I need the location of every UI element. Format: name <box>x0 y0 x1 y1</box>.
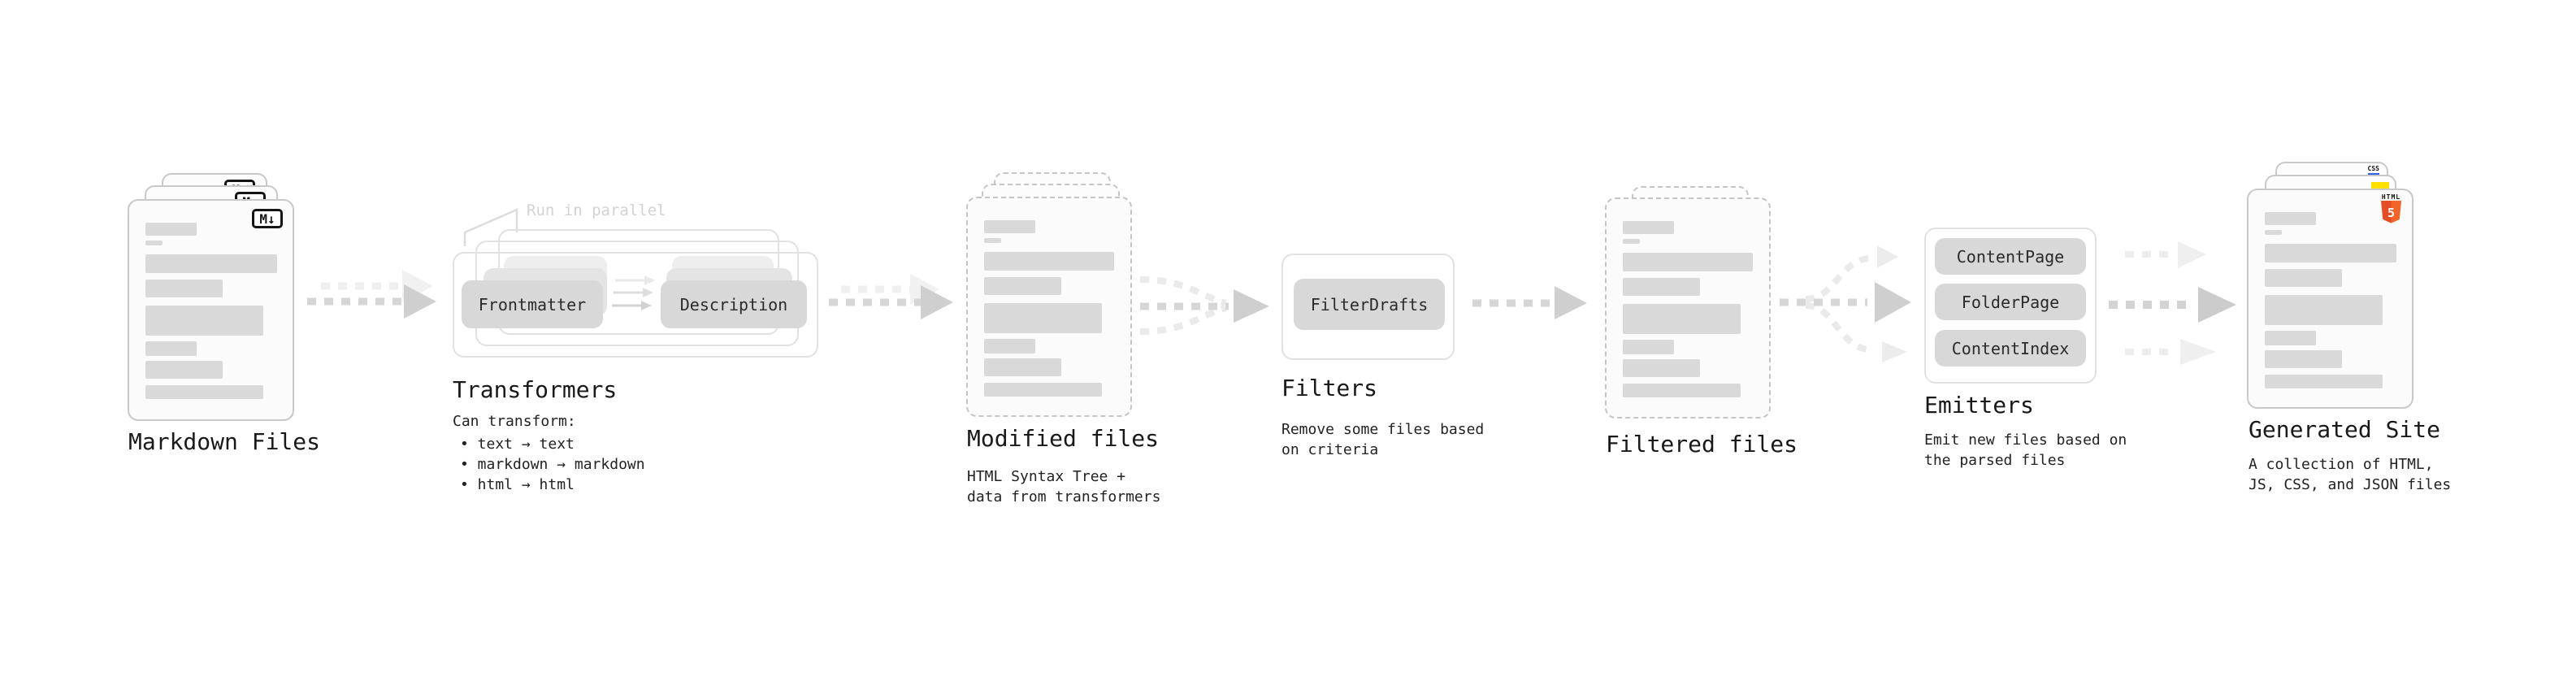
filtered-file-card-front <box>1605 197 1771 419</box>
html5-number: 5 <box>2387 206 2395 220</box>
subtitle-line: the parsed files <box>1924 452 2066 469</box>
skeleton-bar <box>145 223 197 236</box>
skeleton-bar <box>1623 384 1741 397</box>
subtitle-line: data from transformers <box>967 488 1161 505</box>
skeleton-bar <box>984 303 1102 333</box>
transformer-box-front <box>453 252 818 358</box>
skeleton-bar <box>145 241 163 245</box>
skeleton-bar <box>1623 278 1700 296</box>
generated-file-card-front: HTML 5 <box>2247 189 2413 409</box>
arrow-emitters-to-generated <box>2109 241 2236 365</box>
filters-box <box>1281 254 1455 360</box>
markdown-icon: M↓ <box>252 209 283 228</box>
arrow-transformers-to-modified <box>829 274 953 319</box>
skeleton-bar <box>145 306 263 336</box>
skeleton-bar <box>2265 212 2316 225</box>
subtitle-line: Emit new files based on <box>1924 432 2127 449</box>
skeleton-bar <box>984 277 1061 295</box>
arrow-modified-to-filters <box>1139 276 1269 335</box>
file-skeleton <box>968 198 1130 397</box>
filterdrafts-chip: FilterDrafts <box>1294 279 1445 330</box>
transform-bullet: • markdown → markdown <box>460 456 645 473</box>
subtitle-line: JS, CSS, and JSON files <box>2249 476 2452 493</box>
generated-site-subtitle: A collection of HTML, JS, CSS, and JSON … <box>2249 454 2451 495</box>
transformers-bullets: • text → text • markdown → markdown • ht… <box>460 434 645 495</box>
skeleton-bar <box>145 341 197 356</box>
markdown-icon-label: M↓ <box>259 210 275 227</box>
skeleton-bar <box>145 254 277 273</box>
run-in-parallel-note: Run in parallel <box>527 202 666 219</box>
skeleton-bar <box>984 238 1001 243</box>
skeleton-bar <box>2265 244 2396 262</box>
arrow-filtered-to-emitters <box>1780 245 1911 362</box>
arrow-markdown-to-transformers <box>307 270 436 319</box>
js-file-icon <box>2371 182 2389 189</box>
description-chip-label: Description <box>679 294 788 314</box>
file-skeleton <box>129 201 293 399</box>
contentpage-chip: ContentPage <box>1935 238 2086 275</box>
modified-files-title: Modified files <box>967 425 1160 452</box>
markdown-files-title: Markdown Files <box>128 428 321 455</box>
skeleton-bar <box>984 339 1035 354</box>
skeleton-bar <box>984 252 1114 271</box>
subtitle-line: A collection of HTML, <box>2249 456 2434 473</box>
filtered-files-title: Filtered files <box>1606 431 1798 458</box>
filters-subtitle: Remove some files based on criteria <box>1281 419 1484 460</box>
transform-bullet: • text → text <box>460 436 575 453</box>
skeleton-bar <box>2265 230 2282 235</box>
contentindex-chip-label: ContentIndex <box>1951 338 2070 358</box>
emitters-box <box>1924 228 2097 384</box>
skeleton-bar <box>145 385 263 399</box>
skeleton-bar <box>1623 359 1700 377</box>
contentpage-chip-label: ContentPage <box>1956 246 2065 267</box>
html5-icon: HTML 5 <box>2380 194 2402 227</box>
modified-file-card-front <box>966 197 1132 417</box>
emitters-title: Emitters <box>1924 392 2034 419</box>
subtitle-line: on criteria <box>1281 441 1379 458</box>
skeleton-bar <box>2265 295 2383 325</box>
skeleton-bar <box>1623 239 1640 244</box>
folderpage-chip: FolderPage <box>1935 284 2086 320</box>
emitters-subtitle: Emit new files based on the parsed files <box>1924 430 2127 471</box>
file-skeleton <box>2249 190 2412 388</box>
transformers-heading: Can transform: <box>453 413 576 430</box>
skeleton-bar <box>984 358 1061 376</box>
skeleton-bar <box>2265 269 2342 287</box>
skeleton-bar <box>2265 350 2342 368</box>
skeleton-bar <box>984 220 1035 233</box>
frontmatter-chip-label: Frontmatter <box>478 294 587 314</box>
skeleton-bar <box>984 383 1102 397</box>
frontmatter-chip: Frontmatter <box>462 280 603 328</box>
transform-bullet: • html → html <box>460 476 575 493</box>
modified-files-subtitle: HTML Syntax Tree + data from transformer… <box>967 466 1160 507</box>
skeleton-bar <box>1623 304 1741 334</box>
skeleton-bar <box>145 361 223 379</box>
subtitle-line: Remove some files based <box>1281 421 1485 438</box>
contentindex-chip: ContentIndex <box>1935 330 2086 367</box>
markdown-file-card-front: M↓ <box>128 199 294 421</box>
skeleton-bar <box>2265 375 2383 388</box>
skeleton-bar <box>1623 221 1674 234</box>
description-chip: Description <box>661 280 807 328</box>
filters-title: Filters <box>1281 375 1378 401</box>
skeleton-bar <box>145 280 223 297</box>
html5-word: HTML <box>2381 193 2401 201</box>
css-badge-label: CSS <box>2367 165 2379 172</box>
subtitle-line: HTML Syntax Tree + <box>967 468 1126 485</box>
filterdrafts-chip-label: FilterDrafts <box>1310 294 1429 314</box>
transformers-title: Transformers <box>453 376 618 403</box>
skeleton-bar <box>1623 340 1674 354</box>
skeleton-bar <box>2265 331 2316 345</box>
arrow-filters-to-filtered <box>1472 286 1587 319</box>
html5-shield-icon: 5 <box>2381 201 2401 223</box>
file-skeleton <box>1607 199 1769 397</box>
folderpage-chip-label: FolderPage <box>1961 292 2060 312</box>
skeleton-bar <box>1623 253 1753 271</box>
generated-site-title: Generated Site <box>2249 416 2441 443</box>
